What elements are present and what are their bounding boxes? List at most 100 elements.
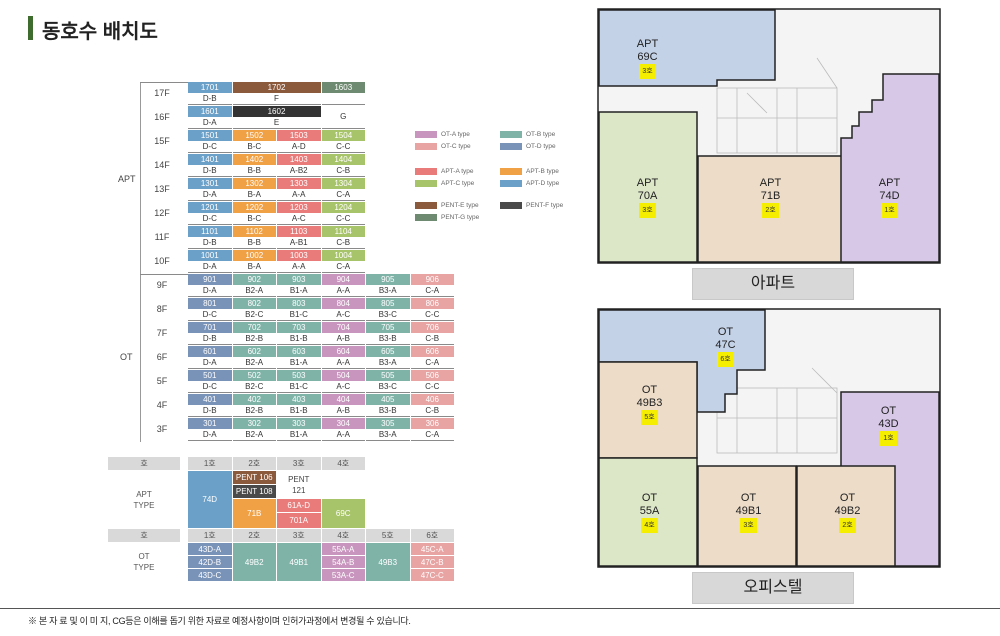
- unit-number: 506: [410, 370, 454, 381]
- unit-number: 806: [410, 298, 454, 309]
- apt-pent106: PENT 106: [232, 471, 276, 484]
- unit-number: 1403: [277, 154, 321, 165]
- unit-number: 402: [232, 394, 276, 405]
- apt-69c: 69C: [321, 499, 365, 528]
- unit-number: 502: [232, 370, 276, 381]
- unit-type: B2-B: [232, 405, 276, 417]
- type-ho-cell: 4호: [321, 457, 365, 470]
- legend-label: PENT-E type: [441, 202, 479, 209]
- unit-number: 602: [232, 346, 276, 357]
- type-ho-cell: 2호: [232, 457, 276, 470]
- unit-number: 903: [277, 274, 321, 285]
- unit-type: G: [321, 105, 365, 129]
- type-ho-header: 호: [108, 529, 180, 542]
- footnote: ※ 본 자 료 및 이 미 지, CG등은 이해를 돕기 위한 자료로 예정사항…: [28, 616, 411, 626]
- apt-bracket: [140, 82, 141, 274]
- type-ho-cell: 5호: [366, 529, 410, 542]
- ot-room-55a: [598, 457, 698, 567]
- unit-number: 804: [321, 298, 365, 309]
- unit-number: 302: [232, 418, 276, 429]
- group-apt-label: APT: [118, 174, 136, 184]
- unit-number: 1003: [277, 250, 321, 261]
- unit-number: 904: [321, 274, 365, 285]
- unit-number: 1304: [321, 178, 365, 189]
- unit-number: 1402: [232, 154, 276, 165]
- floor-label: 6F: [156, 352, 168, 362]
- legend-label: APT-B type: [526, 168, 559, 175]
- unit-type: B2-B: [232, 333, 276, 345]
- legend-swatch: [415, 214, 437, 221]
- unit-type: D-C: [188, 213, 232, 225]
- unit-type: C-C: [321, 213, 365, 225]
- unit-number: 906: [410, 274, 454, 285]
- legend-item: APT-B type: [500, 168, 559, 175]
- unit-number: 404: [321, 394, 365, 405]
- ot-col4-cell: 53A-C: [321, 569, 365, 581]
- unit-number: 704: [321, 322, 365, 333]
- apt-room-70a: [598, 111, 698, 263]
- unit-type: E: [232, 117, 321, 129]
- floor-label: 11F: [154, 232, 170, 242]
- type-ho-cell: 6호: [410, 529, 454, 542]
- unit-type: A-C: [321, 381, 365, 393]
- unit-type: B2-A: [232, 429, 276, 441]
- unit-number: 706: [410, 322, 454, 333]
- type-ho-cell: 3호: [277, 529, 321, 542]
- ot-col6-cell: 47C-C: [410, 569, 454, 581]
- unit-type: B1-B: [277, 405, 321, 417]
- apt-74d: 74D: [188, 471, 232, 528]
- unit-type: A-A: [277, 261, 321, 273]
- legend-swatch: [415, 180, 437, 187]
- floor-label: 12F: [154, 208, 170, 218]
- ot-col1-cell: 42D-B: [188, 556, 232, 568]
- unit-number: 1701: [188, 82, 232, 93]
- ot-core-lines: [716, 367, 838, 454]
- unit-type: D-A: [188, 429, 232, 441]
- unit-type: C-A: [321, 189, 365, 201]
- legend-label: APT-A type: [441, 168, 474, 175]
- unit-number: 1302: [232, 178, 276, 189]
- unit-number: 606: [410, 346, 454, 357]
- ot-plan-button[interactable]: 오피스텔: [692, 572, 854, 604]
- unit-number: 1203: [277, 202, 321, 213]
- legend-swatch: [415, 168, 437, 175]
- unit-type: B-C: [232, 141, 276, 153]
- unit-number: 1702: [232, 82, 321, 93]
- type-ho-header: 호: [108, 457, 180, 470]
- unit-number: 802: [232, 298, 276, 309]
- type-ho-cell: 2호: [232, 529, 276, 542]
- apt-61a: 61A-D: [277, 499, 321, 512]
- legend-item: OT-D type: [500, 143, 556, 150]
- legend-label: PENT-F type: [526, 202, 564, 209]
- unit-number: 1301: [188, 178, 232, 189]
- unit-number: 406: [410, 394, 454, 405]
- unit-type: C-A: [410, 429, 454, 441]
- unit-type: A-A: [321, 429, 365, 441]
- unit-number: 1201: [188, 202, 232, 213]
- unit-number: 401: [188, 394, 232, 405]
- unit-number: 703: [277, 322, 321, 333]
- unit-number: 1102: [232, 226, 276, 237]
- unit-type: B3-A: [366, 357, 410, 369]
- ot-col3: 49B1: [277, 543, 321, 581]
- unit-number: 705: [366, 322, 410, 333]
- footer-divider: [0, 608, 1000, 609]
- unit-type: C-B: [321, 237, 365, 249]
- floor-label: 13F: [154, 184, 170, 194]
- unit-type: D-B: [188, 333, 232, 345]
- legend-swatch: [500, 143, 522, 150]
- apt-plan-button[interactable]: 아파트: [692, 268, 854, 300]
- unit-type: B2-A: [232, 357, 276, 369]
- unit-type: F: [232, 93, 321, 105]
- unit-number: 1101: [188, 226, 232, 237]
- unit-type: A-A: [321, 357, 365, 369]
- floor-label: 15F: [154, 136, 170, 146]
- unit-number: 1002: [232, 250, 276, 261]
- ot-type-label: OT TYPE: [108, 543, 180, 581]
- unit-type: B2-C: [232, 381, 276, 393]
- type-ho-cell: 4호: [321, 529, 365, 542]
